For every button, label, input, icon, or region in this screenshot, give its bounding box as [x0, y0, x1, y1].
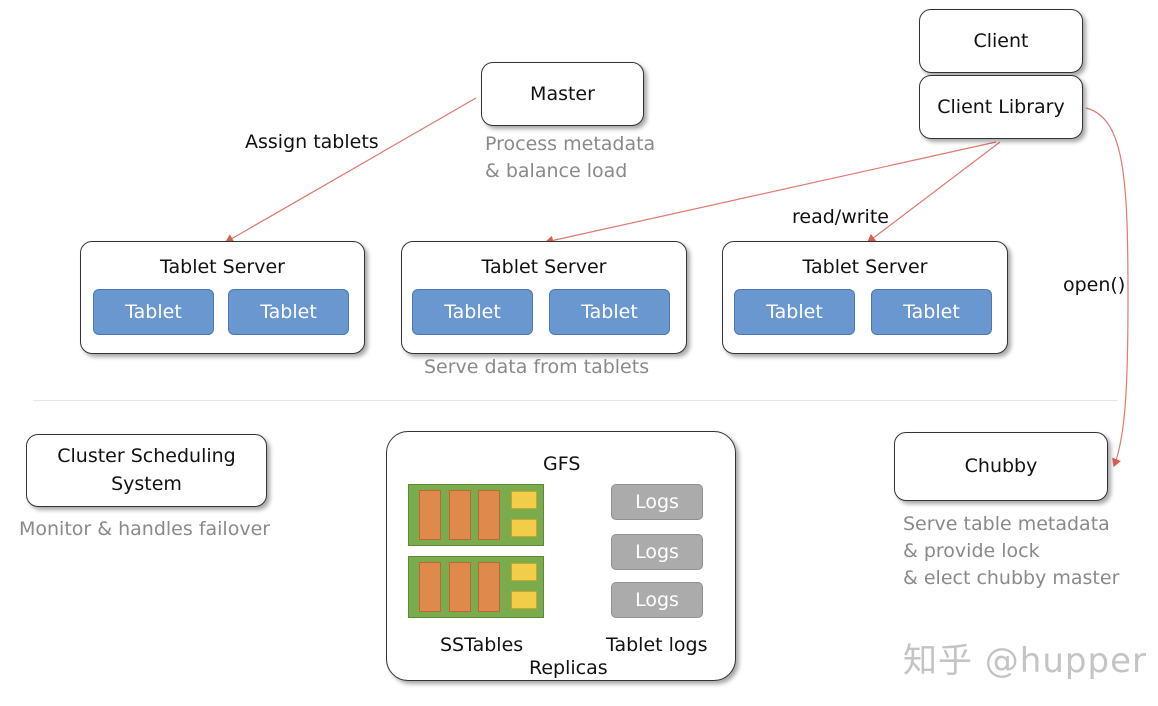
- sstables-label: SSTables: [440, 634, 524, 656]
- read-write-label: read/write: [792, 206, 889, 228]
- master-title: Master: [530, 83, 595, 105]
- tablet-logs-label: Tablet logs: [606, 634, 708, 656]
- cluster-scheduling-box: Cluster Scheduling System: [26, 434, 267, 507]
- chubby-note-line-2: & provide lock: [903, 540, 1040, 562]
- tablet-server-3: Tablet Server Tablet Tablet: [722, 241, 1008, 354]
- gfs-box: GFS Logs Logs Logs SSTables Tablet logs …: [386, 431, 736, 681]
- tablet-server-title: Tablet Server: [160, 256, 285, 278]
- tablet-server-2: Tablet Server Tablet Tablet: [401, 241, 687, 354]
- logs-block: Logs: [611, 582, 703, 618]
- chubby-note: Serve table metadata & provide lock & el…: [903, 511, 1119, 592]
- sstable-block: [408, 484, 544, 546]
- sstable-index: [511, 591, 537, 609]
- chubby-note-line-3: & elect chubby master: [903, 567, 1120, 589]
- gfs-title: GFS: [543, 453, 581, 475]
- sstable-index: [511, 491, 537, 509]
- sstable-index: [511, 563, 537, 581]
- tablet: Tablet: [734, 289, 855, 335]
- read-write-arrow-right: [867, 141, 1001, 243]
- open-label: open(): [1063, 274, 1126, 296]
- client-box: Client: [919, 9, 1083, 73]
- sstable-segment: [419, 490, 441, 540]
- section-divider: [33, 400, 1118, 401]
- tablet: Tablet: [871, 289, 992, 335]
- cluster-title-line-1: Cluster Scheduling: [57, 445, 236, 467]
- logs-block: Logs: [611, 484, 703, 520]
- master-note: Process metadata & balance load: [485, 131, 655, 185]
- tablet: Tablet: [549, 289, 670, 335]
- chubby-title: Chubby: [964, 455, 1038, 477]
- chubby-box: Chubby: [894, 432, 1108, 501]
- cluster-title-line-2: System: [111, 473, 182, 495]
- chubby-note-line-1: Serve table metadata: [903, 513, 1110, 535]
- logs-block: Logs: [611, 534, 703, 570]
- cluster-note: Monitor & handles failover: [19, 518, 271, 540]
- watermark: 知乎 @hupper: [903, 641, 1147, 681]
- client-title: Client: [973, 30, 1029, 52]
- tablet-server-title: Tablet Server: [802, 256, 928, 278]
- sstable-segment: [449, 490, 471, 540]
- servers-note: Serve data from tablets: [424, 356, 650, 378]
- tablet-server-1: Tablet Server Tablet Tablet: [80, 241, 365, 354]
- tablet-server-title: Tablet Server: [481, 256, 607, 278]
- tablet: Tablet: [412, 289, 533, 335]
- sstable-segment: [478, 490, 500, 540]
- read-write-arrow-middle: [544, 141, 997, 246]
- master-note-line-2: & balance load: [485, 160, 628, 182]
- open-arrow: [1085, 107, 1129, 468]
- master-box: Master: [481, 62, 644, 126]
- replicas-label: Replicas: [529, 657, 608, 679]
- sstable-segment: [419, 562, 441, 612]
- assign-tablets-arrow: [224, 97, 477, 243]
- assign-tablets-label: Assign tablets: [245, 131, 379, 153]
- client-library-box: Client Library: [919, 75, 1083, 139]
- sstable-block: [408, 556, 544, 618]
- tablet: Tablet: [93, 289, 214, 335]
- sstable-index: [511, 519, 537, 537]
- client-library-title: Client Library: [937, 96, 1065, 118]
- sstable-segment: [449, 562, 471, 612]
- tablet: Tablet: [228, 289, 349, 335]
- master-note-line-1: Process metadata: [485, 133, 656, 155]
- sstable-segment: [478, 562, 500, 612]
